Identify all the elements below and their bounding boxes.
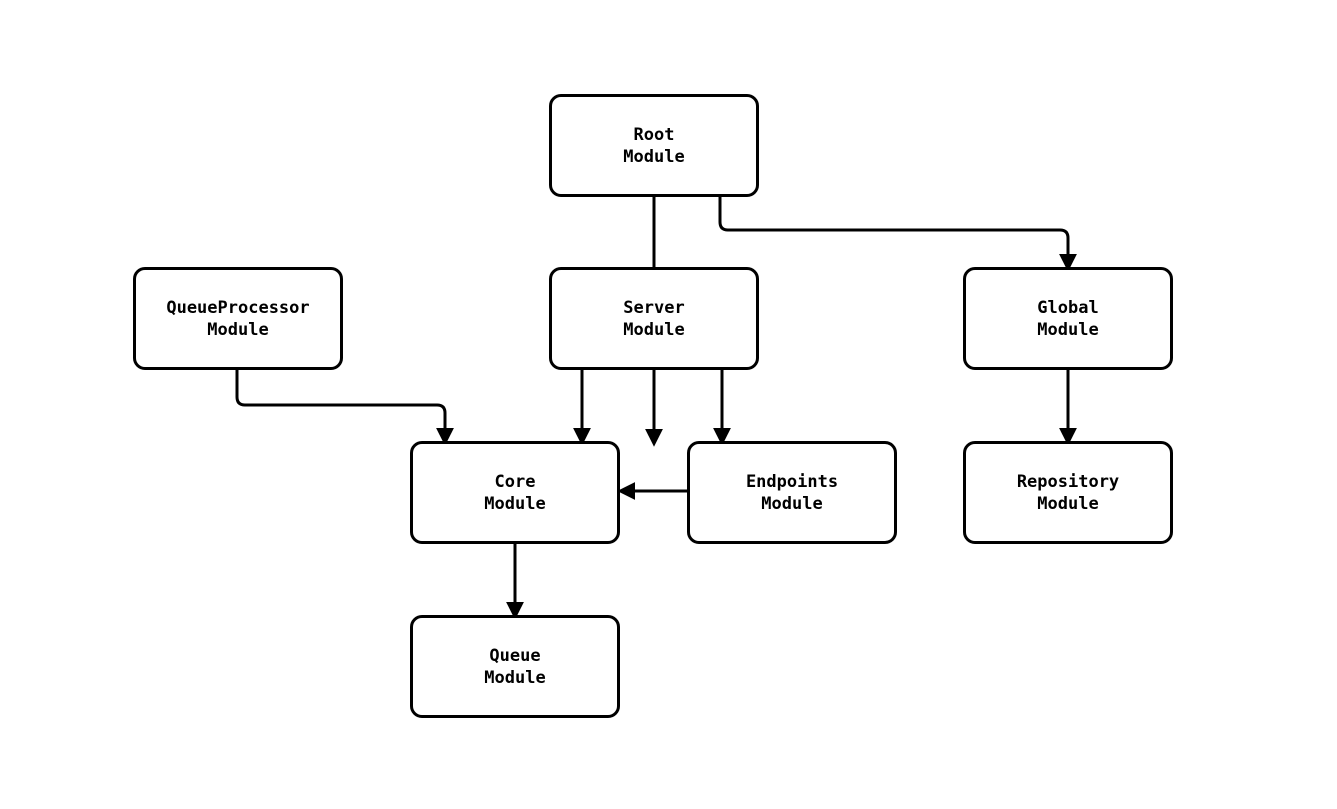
- node-server-label-primary: Server: [623, 297, 685, 318]
- node-queue-label-secondary: Module: [484, 667, 546, 688]
- node-queue-label-primary: Queue: [489, 645, 541, 666]
- node-root-label-secondary: Module: [623, 146, 685, 167]
- node-global-label-secondary: Module: [1037, 319, 1099, 340]
- node-endpoints-label-secondary: Module: [761, 493, 823, 514]
- node-core-label-primary: Core: [494, 471, 536, 492]
- edge-root-to-global: [718, 197, 1077, 272]
- node-core-label-secondary: Module: [484, 493, 546, 514]
- node-repository-label-primary: Repository: [1016, 471, 1120, 492]
- node-queueprocessor-label-secondary: Module: [207, 319, 269, 340]
- node-server-label-secondary: Module: [623, 319, 685, 340]
- node-root-label-primary: Root: [633, 124, 675, 145]
- node-endpoints-label-primary: Endpoints: [745, 471, 839, 492]
- node-repository-label-secondary: Module: [1037, 493, 1099, 514]
- edge-paths: [235, 197, 1077, 620]
- edge-queueprocessor-to-core: [235, 370, 454, 446]
- node-queueprocessor-label-primary: QueueProcessor: [166, 297, 310, 318]
- node-global-label-primary: Global: [1037, 297, 1099, 318]
